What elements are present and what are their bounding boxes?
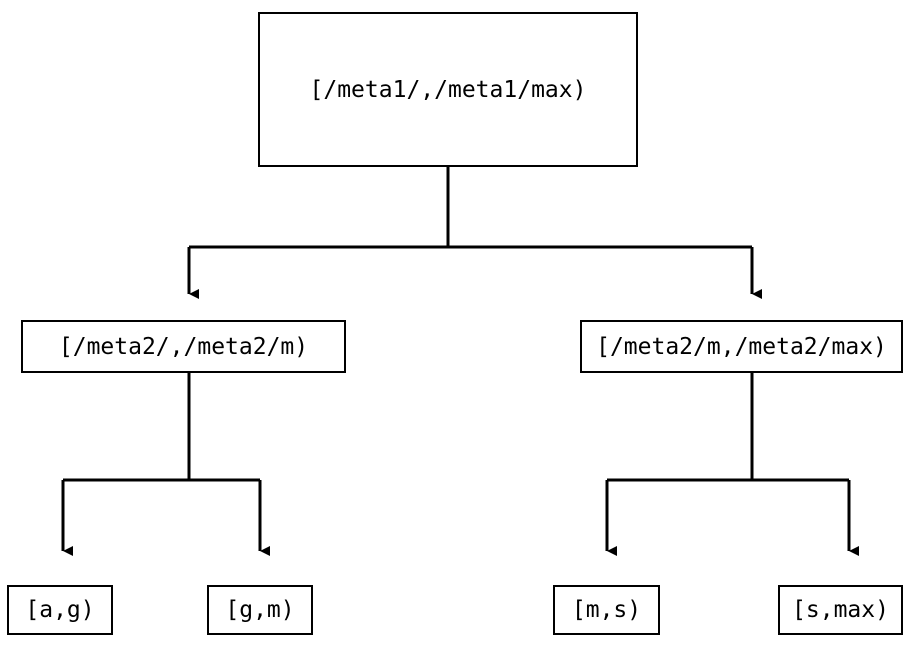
node-leaf-3-label: [m,s) xyxy=(571,597,642,623)
node-leaf-4[interactable]: [s,max) xyxy=(778,585,903,635)
node-leaf-1-label: [a,g) xyxy=(25,597,95,623)
node-leaf-2[interactable]: [g,m) xyxy=(207,585,313,635)
node-mid-right-label: [/meta2/m,/meta2/max) xyxy=(596,333,887,360)
node-mid-left[interactable]: [/meta2/,/meta2/m) xyxy=(21,320,346,373)
node-leaf-4-label: [s,max) xyxy=(792,597,889,623)
node-leaf-2-label: [g,m) xyxy=(225,597,295,623)
node-mid-left-label: [/meta2/,/meta2/m) xyxy=(58,333,309,360)
node-leaf-1[interactable]: [a,g) xyxy=(7,585,113,635)
node-root[interactable]: [/meta1/,/meta1/max) xyxy=(258,12,638,167)
node-mid-right[interactable]: [/meta2/m,/meta2/max) xyxy=(580,320,903,373)
node-root-label: [/meta1/,/meta1/max) xyxy=(309,76,587,103)
node-leaf-3[interactable]: [m,s) xyxy=(553,585,660,635)
